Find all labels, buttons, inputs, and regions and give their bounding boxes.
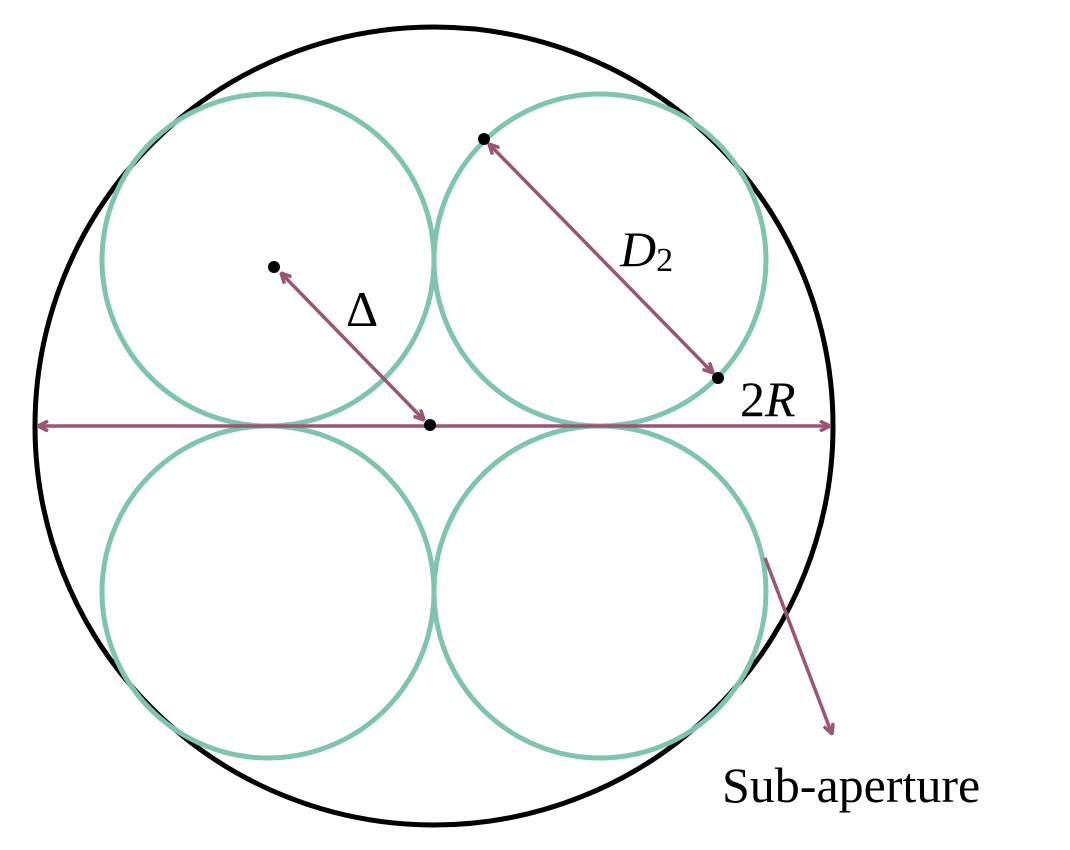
sub-aperture-label: Sub-aperture <box>722 757 980 813</box>
sub-aperture-center-dot <box>268 261 280 273</box>
d2-label-main: D <box>619 221 656 277</box>
d2-label: D2 <box>619 221 673 279</box>
d2-end-dot <box>712 372 724 384</box>
sub-aperture-circle-bottom-right <box>431 423 769 761</box>
two-r-label-var: R <box>764 371 796 427</box>
sub-aperture-circle-bottom-left <box>99 423 437 761</box>
delta-arrow <box>281 273 424 420</box>
aperture-center-dot <box>424 419 436 431</box>
delta-label: Δ <box>346 281 378 337</box>
two-r-label-coef: 2 <box>740 371 765 427</box>
two-r-label: 2R <box>740 371 796 427</box>
d2-label-subscript: 2 <box>656 242 673 279</box>
d2-arrow <box>489 144 713 373</box>
sub-aperture-pointer-arrow <box>763 557 832 734</box>
main-aperture-circle <box>32 24 836 828</box>
sub-aperture-circle-top-left <box>99 91 437 429</box>
d2-start-dot <box>478 133 490 145</box>
